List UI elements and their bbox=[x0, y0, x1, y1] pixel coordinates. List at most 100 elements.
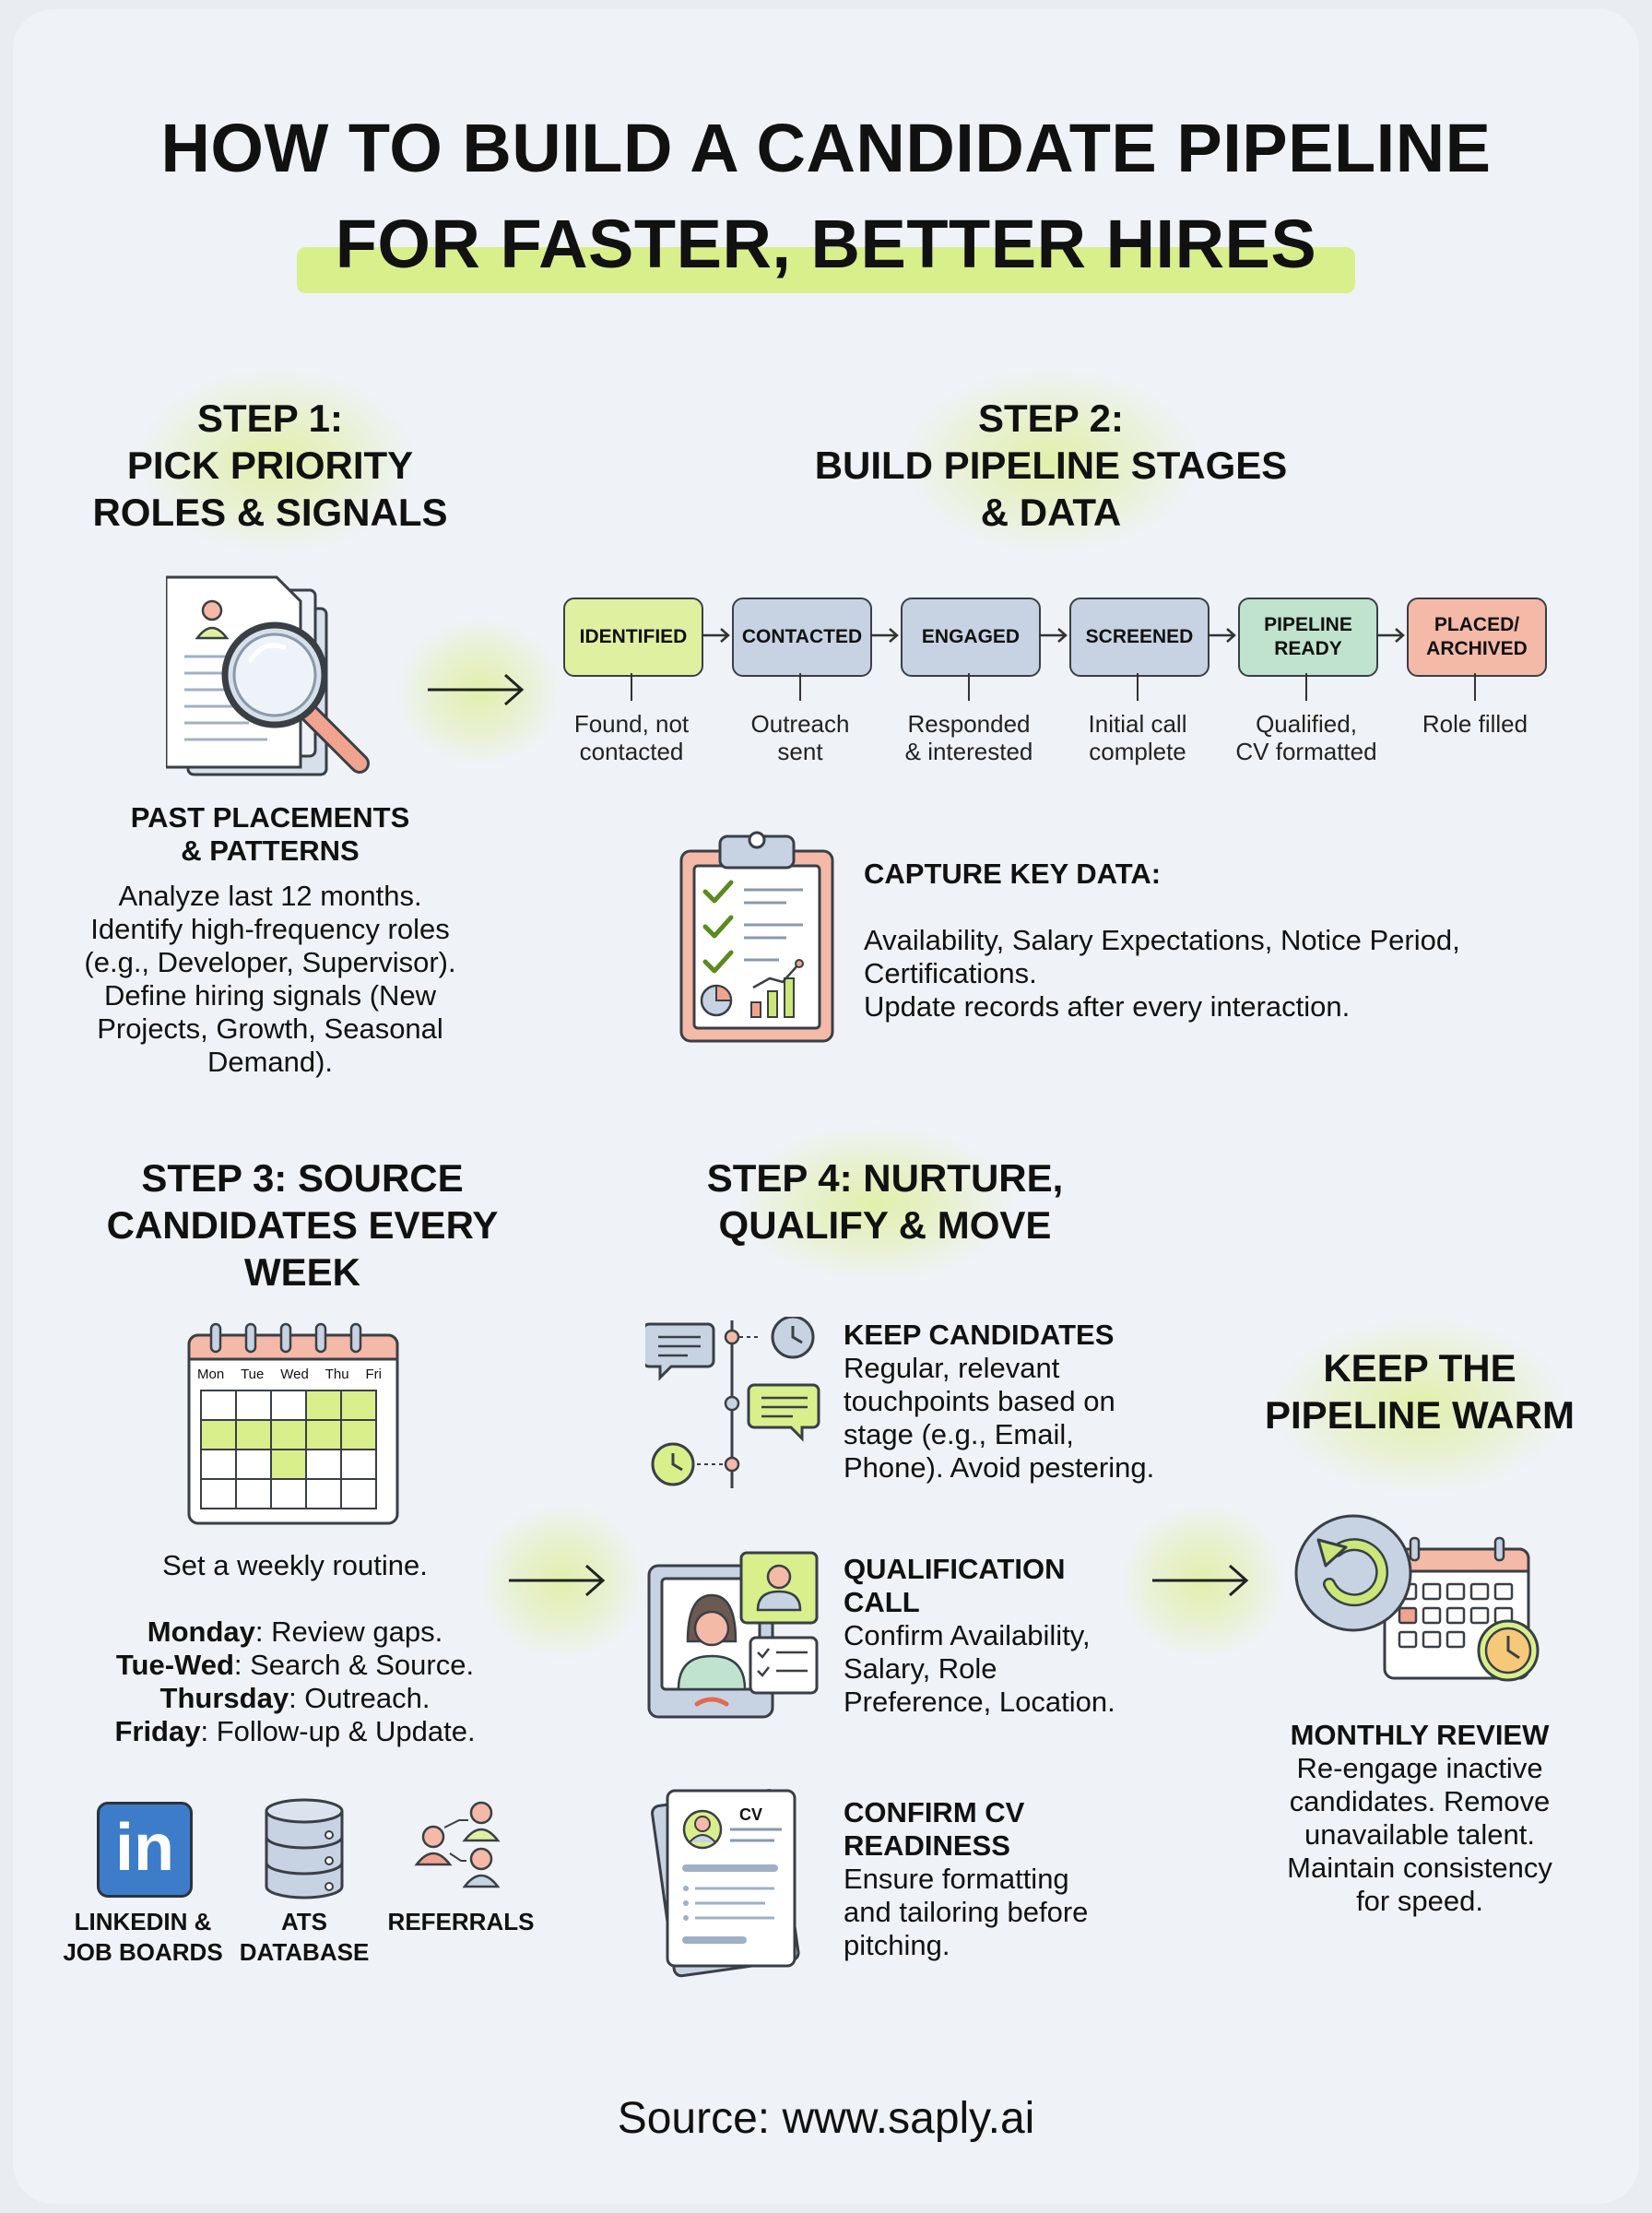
keep-candidates-heading: KEEP CANDIDATES bbox=[844, 1319, 1114, 1352]
stage-desc-line: complete bbox=[1089, 738, 1186, 765]
arrow-right-icon bbox=[509, 1564, 606, 1597]
stage-connectors bbox=[702, 628, 1405, 643]
linkedin-glyph: in bbox=[115, 1811, 174, 1885]
calendar-frame bbox=[187, 1322, 399, 1525]
step2-heading: STEP 2: BUILD PIPELINE STAGES & DATA bbox=[774, 395, 1328, 536]
routine-task: : Outreach. bbox=[289, 1682, 431, 1714]
step1-subheading-line: PAST PLACEMENTS bbox=[130, 801, 410, 834]
source-credit: Source: www.saply.ai bbox=[617, 2094, 1035, 2143]
step1-heading-line: PICK PRIORITY bbox=[126, 444, 414, 487]
step1-body-line: Projects, Growth, Seasonal bbox=[97, 1012, 443, 1045]
routine-day: Friday bbox=[114, 1715, 201, 1747]
step1-body-line: Define hiring signals (New bbox=[103, 979, 437, 1012]
monthly-review-body-line: Re-engage inactive bbox=[1296, 1752, 1543, 1784]
keep-candidates-body: Regular, relevant touchpoints based on s… bbox=[844, 1352, 1194, 1485]
stage-label: PIPELINE READY bbox=[1264, 614, 1352, 659]
qualification-call-body-line: Salary, Role bbox=[844, 1652, 997, 1685]
source-label-line: LINKEDIN & bbox=[74, 1908, 212, 1935]
warm-heading: KEEP THE PIPELINE WARM bbox=[1235, 1344, 1604, 1438]
step2-glow bbox=[903, 369, 1198, 553]
stage-desc-line: Found, not bbox=[573, 710, 690, 738]
routine-row: Monday: Review gaps. bbox=[37, 1615, 553, 1649]
calendar-day: Thu bbox=[324, 1367, 349, 1382]
cv-readiness-body-line: Ensure formatting bbox=[844, 1863, 1069, 1895]
routine-row: Friday: Follow-up & Update. bbox=[37, 1715, 553, 1748]
stage-desc-line: CV formatted bbox=[1235, 738, 1377, 765]
stage-tick bbox=[1305, 673, 1307, 701]
keep-candidates-body-line: touchpoints based on bbox=[844, 1385, 1115, 1417]
stage-label: CONTACTED bbox=[741, 626, 863, 647]
routine-task: : Review gaps. bbox=[254, 1615, 443, 1648]
step3-heading: STEP 3: SOURCE CANDIDATES EVERY WEEK bbox=[55, 1154, 549, 1296]
routine-day: Tue-Wed bbox=[115, 1649, 234, 1681]
source-label-ats: ATS DATABASE bbox=[221, 1907, 387, 1968]
stage-label: PLACED/ ARCHIVED bbox=[1426, 614, 1528, 659]
step2-heading-line: STEP 2: bbox=[978, 396, 1124, 440]
stage-tick bbox=[799, 673, 801, 701]
stage-tick bbox=[1137, 673, 1139, 701]
stage-desc-line: sent bbox=[777, 738, 823, 765]
step1-heading: STEP 1: PICK PRIORITY ROLES & SIGNALS bbox=[55, 395, 485, 536]
stage-label: SCREENED bbox=[1085, 626, 1194, 647]
stage-engaged: ENGAGED bbox=[901, 598, 1041, 677]
calendar-day: Tue bbox=[241, 1367, 265, 1382]
qualification-call-heading: QUALIFICATION CALL bbox=[844, 1553, 1066, 1619]
warm-glow bbox=[1272, 1319, 1567, 1494]
step2-heading-line: & DATA bbox=[980, 491, 1122, 534]
qualification-call-heading-line: QUALIFICATION bbox=[844, 1553, 1066, 1585]
routine-task: : Follow-up & Update. bbox=[200, 1715, 476, 1747]
database-icon bbox=[265, 1798, 344, 1899]
stage-contacted: CONTACTED bbox=[732, 598, 872, 677]
monthly-review-body-line: Maintain consistency bbox=[1287, 1852, 1552, 1884]
qualification-call-heading-line: CALL bbox=[844, 1586, 920, 1618]
monthly-review-body: Re-engage inactive candidates. Remove un… bbox=[1226, 1752, 1613, 1918]
weekly-routine: Monday: Review gaps. Tue-Wed: Search & S… bbox=[37, 1615, 553, 1748]
stage-tick bbox=[1474, 673, 1476, 701]
routine-row: Thursday: Outreach. bbox=[37, 1682, 553, 1715]
cv-readiness-heading: CONFIRM CV READINESS bbox=[844, 1796, 1024, 1863]
step1-glow bbox=[138, 369, 415, 553]
stage-desc-pipeline-ready: Qualified,CV formatted bbox=[1223, 710, 1389, 765]
clipboard-checklist-icon bbox=[679, 831, 834, 1043]
stage-desc-line: Responded bbox=[907, 710, 1031, 738]
stage-placed-archived: PLACED/ ARCHIVED bbox=[1407, 598, 1547, 677]
touchpoint-timeline-icon bbox=[645, 1317, 820, 1488]
capture-body: Availability, Salary Expectations, Notic… bbox=[864, 924, 1528, 1024]
step4-glow bbox=[738, 1125, 1014, 1282]
cv-readiness-heading-line: READINESS bbox=[844, 1829, 1010, 1862]
source-label-line: REFERRALS bbox=[387, 1908, 535, 1935]
qualification-call-body: Confirm Availability, Salary, Role Prefe… bbox=[844, 1619, 1194, 1719]
step1-subheading: PAST PLACEMENTS & PATTERNS bbox=[55, 801, 485, 868]
stage-desc-line: Initial call bbox=[1088, 710, 1187, 738]
step4-heading-line: QUALIFY & MOVE bbox=[718, 1203, 1052, 1247]
step3-heading-line: CANDIDATES EVERY bbox=[106, 1203, 499, 1247]
linkedin-icon: in bbox=[97, 1802, 193, 1898]
source-label-line: JOB BOARDS bbox=[63, 1938, 223, 1966]
capture-heading: CAPTURE KEY DATA: bbox=[864, 858, 1162, 890]
arrow1-glow bbox=[396, 618, 562, 765]
calendar-day: Mon bbox=[197, 1367, 225, 1382]
monthly-review-body-line: unavailable talent. bbox=[1304, 1818, 1535, 1851]
keep-candidates-body-line: Phone). Avoid pestering. bbox=[844, 1451, 1155, 1484]
monthly-review-heading: MONTHLY REVIEW bbox=[1290, 1719, 1550, 1751]
capture-body-line: Availability, Salary Expectations, Notic… bbox=[864, 924, 1460, 956]
document-magnifier-icon bbox=[166, 575, 370, 776]
calendar-day: Wed bbox=[280, 1367, 309, 1382]
qualification-call-body-line: Confirm Availability, bbox=[844, 1619, 1091, 1651]
capture-body-line: Certifications. bbox=[864, 957, 1037, 989]
routine-row: Tue-Wed: Search & Source. bbox=[37, 1649, 553, 1682]
video-call-icon bbox=[647, 1551, 819, 1719]
stage-desc-engaged: Responded& interested bbox=[886, 710, 1052, 765]
monthly-review-body-line: candidates. Remove bbox=[1289, 1785, 1551, 1817]
stage-desc-line: Outreach bbox=[750, 710, 850, 738]
cv-document-shape bbox=[651, 1789, 800, 1978]
arrow-right-icon bbox=[428, 673, 525, 706]
stage-screened: SCREENED bbox=[1069, 598, 1210, 677]
step1-body-line: Identify high-frequency roles bbox=[90, 913, 450, 945]
monthly-review-body-line: for speed. bbox=[1356, 1885, 1483, 1917]
routine-day: Thursday bbox=[159, 1682, 289, 1714]
keep-candidates-body-line: stage (e.g., Email, bbox=[844, 1418, 1074, 1450]
